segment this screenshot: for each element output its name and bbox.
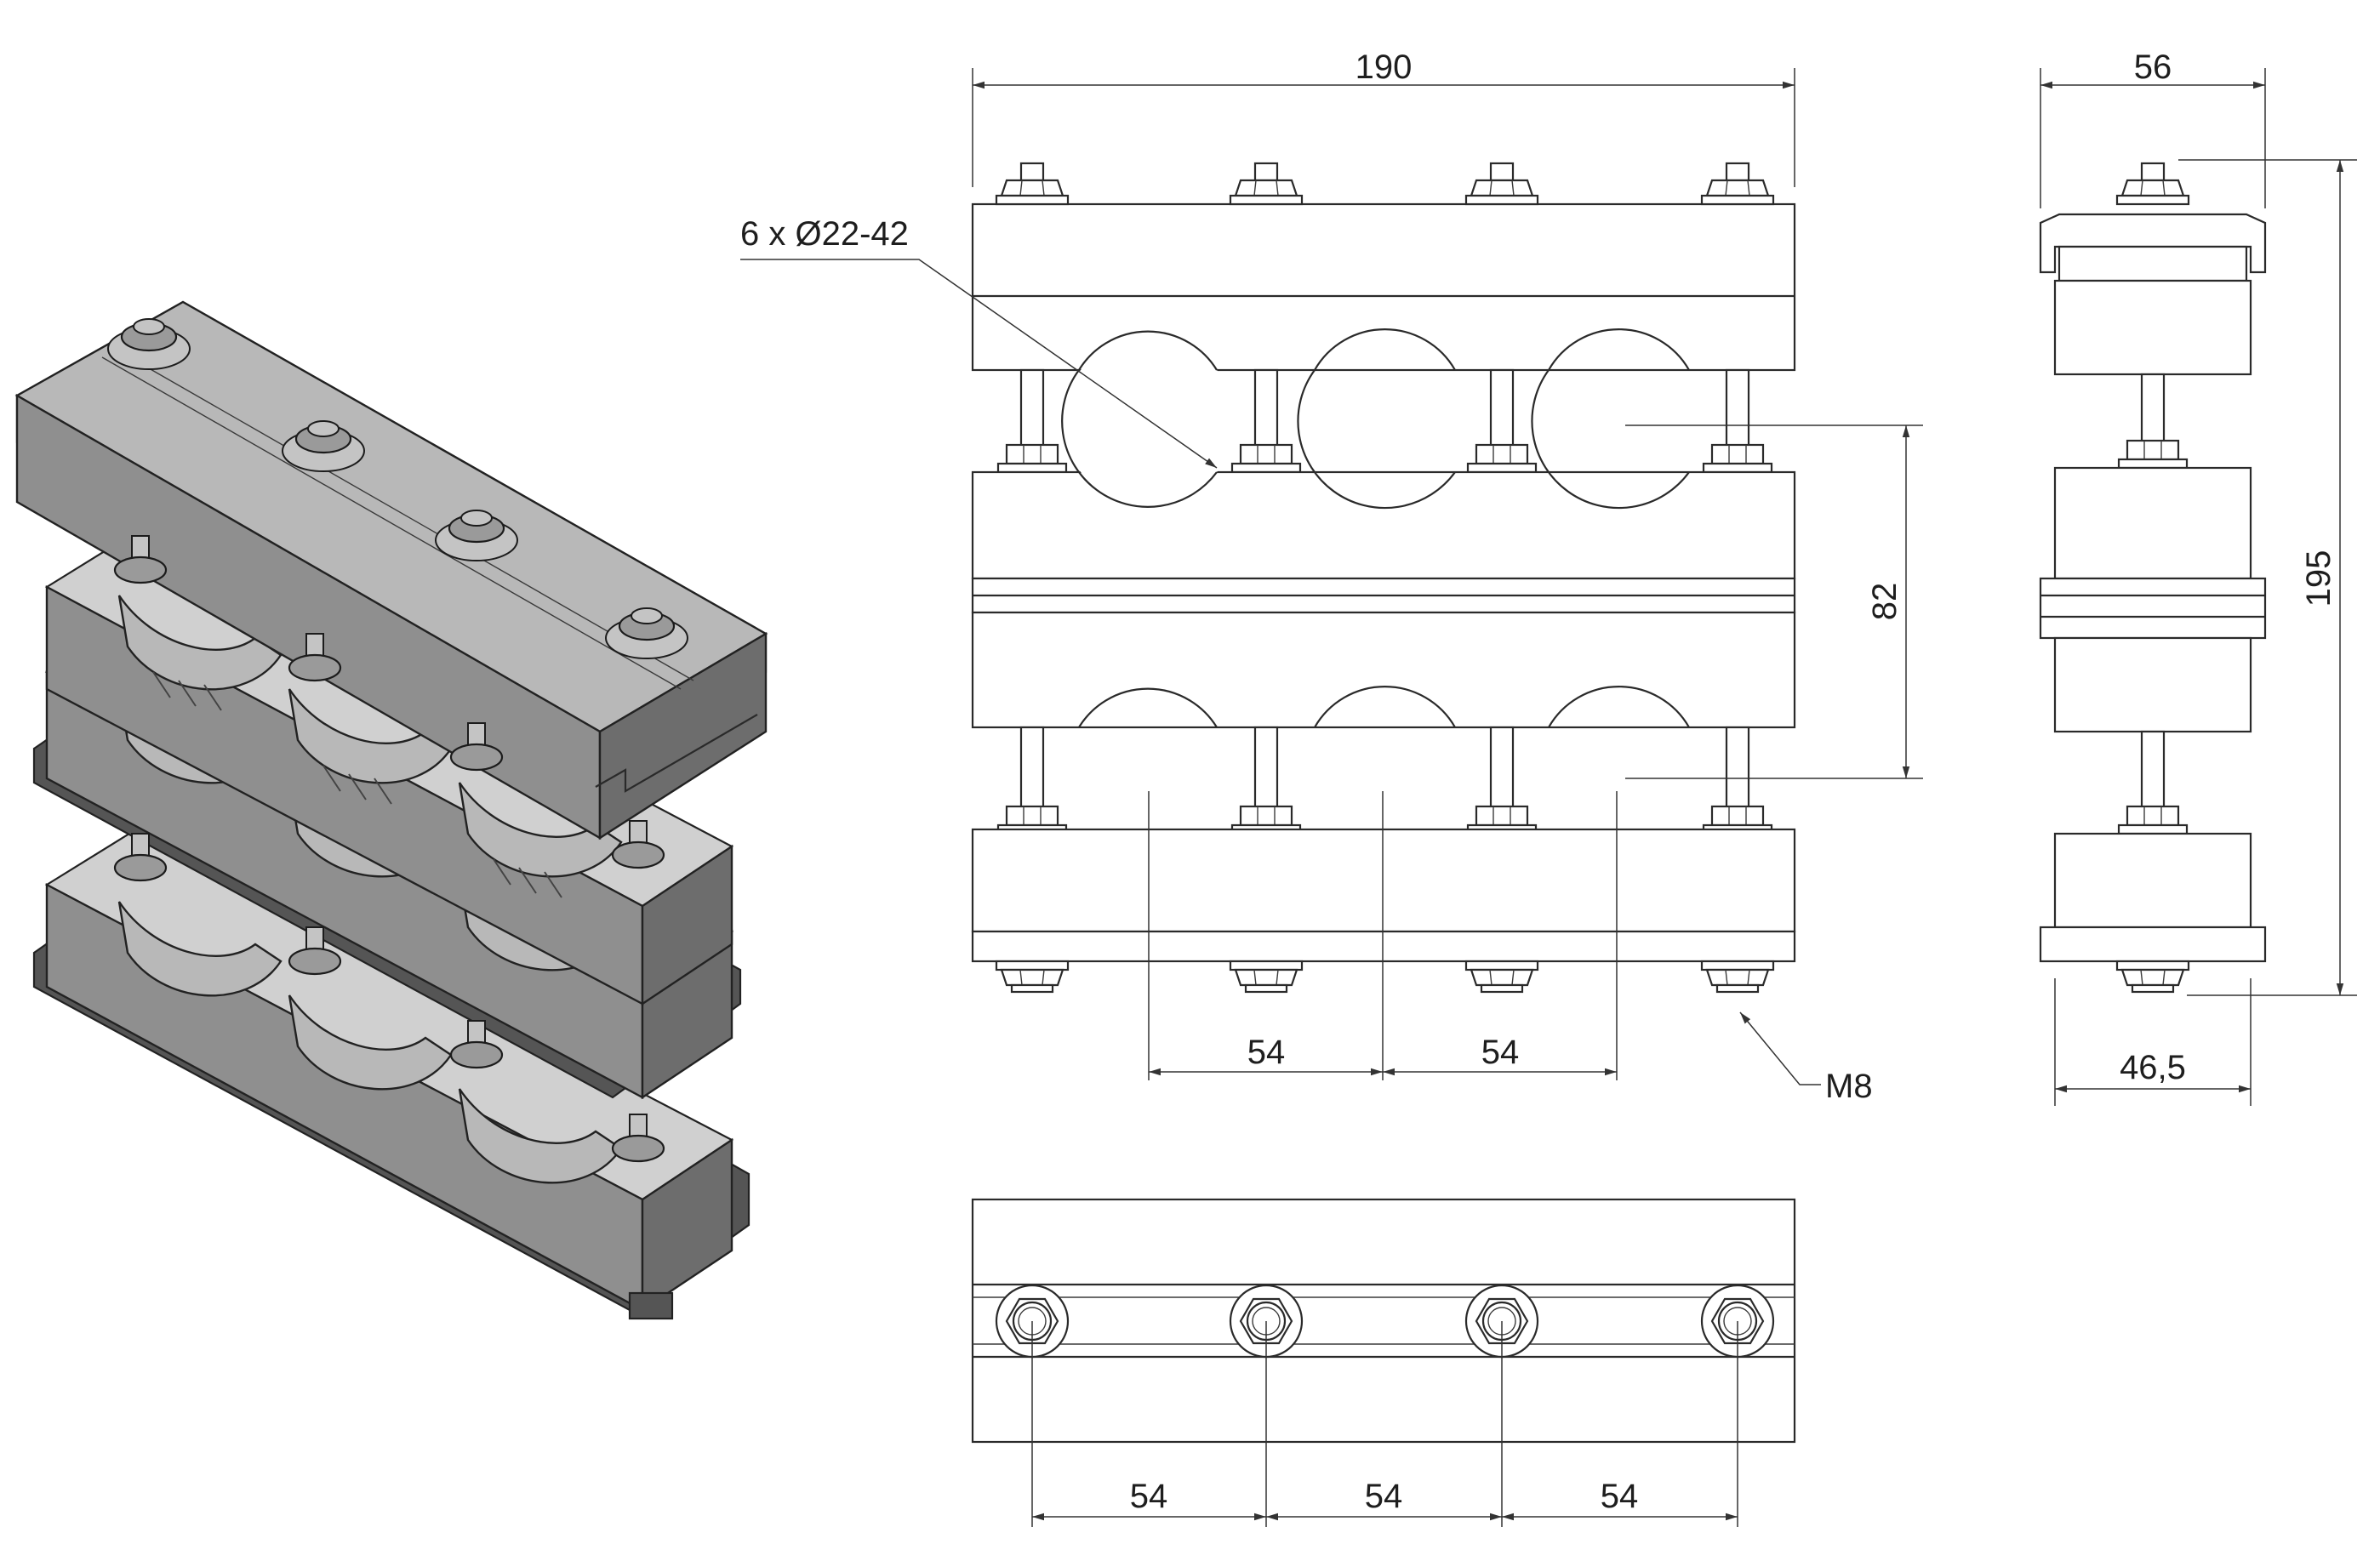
- dim-pipe-callout: 6 x Ø22-42: [740, 215, 909, 253]
- dim-bolt-callout: M8: [1825, 1068, 1873, 1105]
- dim-overall-height: 195: [2300, 550, 2337, 607]
- dim-front-spacing-1: 54: [1247, 1034, 1286, 1071]
- dim-top-spacing-3: 54: [1601, 1478, 1639, 1515]
- dim-row-pitch: 82: [1866, 583, 1903, 621]
- dim-overall-width: 190: [1356, 48, 1413, 86]
- isometric-view: [14, 300, 768, 1320]
- dim-top-spacing-1: 54: [1130, 1478, 1168, 1515]
- front-view: 190 6 x Ø22-42 82 54 54 M8: [740, 48, 1923, 1105]
- dim-front-spacing-2: 54: [1481, 1034, 1520, 1071]
- dim-base-width: 46,5: [2120, 1049, 2186, 1086]
- top-view: 54 54 54: [971, 1198, 1796, 1527]
- dim-side-width: 56: [2134, 48, 2172, 86]
- dim-top-spacing-2: 54: [1365, 1478, 1403, 1515]
- side-view: 56 195 46,5: [2039, 48, 2357, 1106]
